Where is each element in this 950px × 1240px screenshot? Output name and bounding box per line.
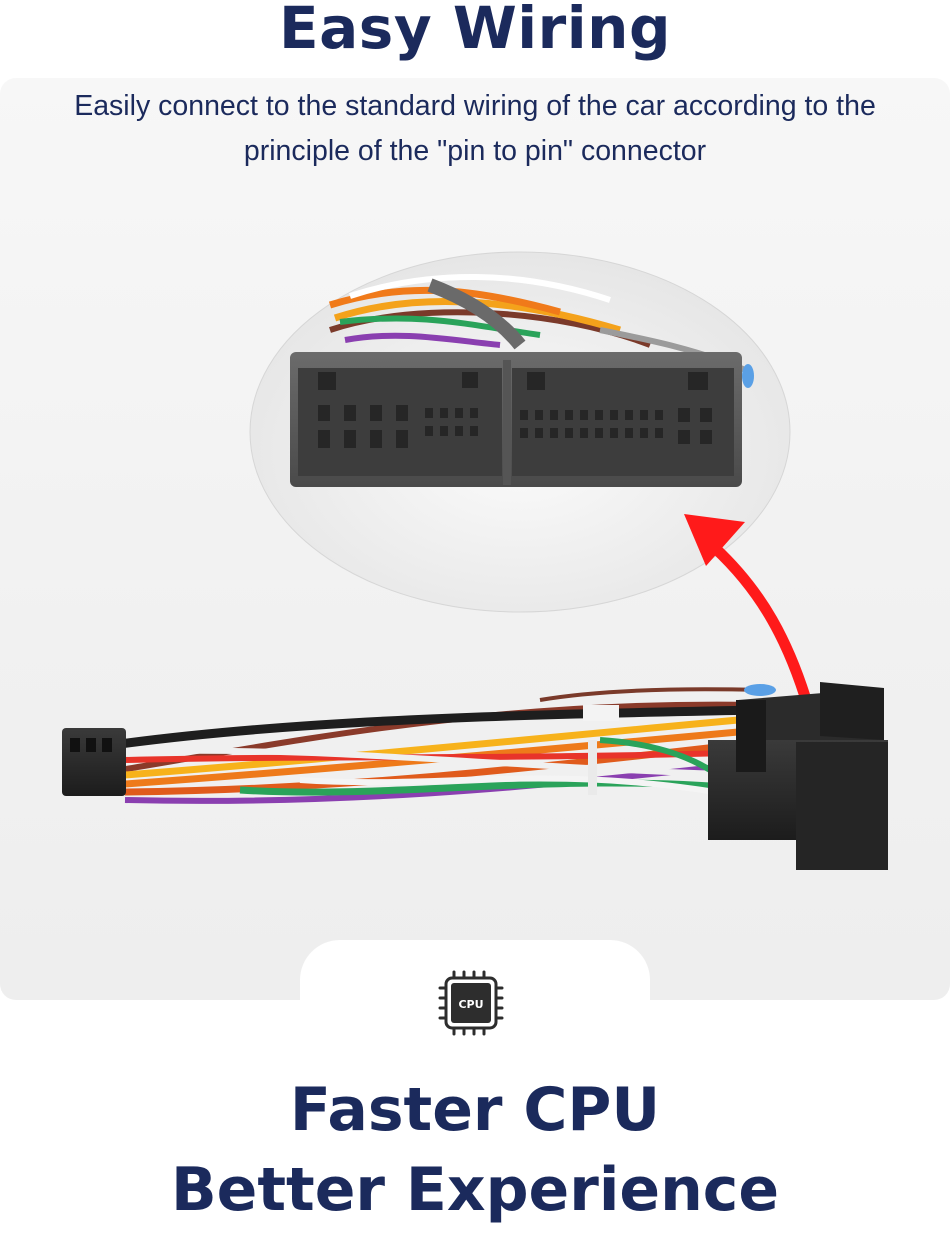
cpu-icon-label: CPU bbox=[458, 998, 483, 1011]
cpu-chip-icon: CPU bbox=[438, 970, 504, 1036]
small-plug-connector bbox=[62, 728, 126, 796]
wiring-harness bbox=[119, 684, 776, 813]
page-subtitle: Easily connect to the standard wiring of… bbox=[74, 90, 876, 167]
large-plug-connector bbox=[708, 682, 888, 870]
page-title: Easy Wiring bbox=[279, 0, 671, 62]
red-arrow-icon bbox=[684, 514, 818, 726]
feature-headline: Faster CPU Better Experience bbox=[0, 1070, 950, 1230]
headline-line-1: Faster CPU bbox=[289, 1075, 661, 1145]
headline-line-2: Better Experience bbox=[170, 1155, 780, 1225]
wiring-harness-illustration bbox=[62, 251, 888, 870]
zoom-lens bbox=[249, 251, 791, 613]
